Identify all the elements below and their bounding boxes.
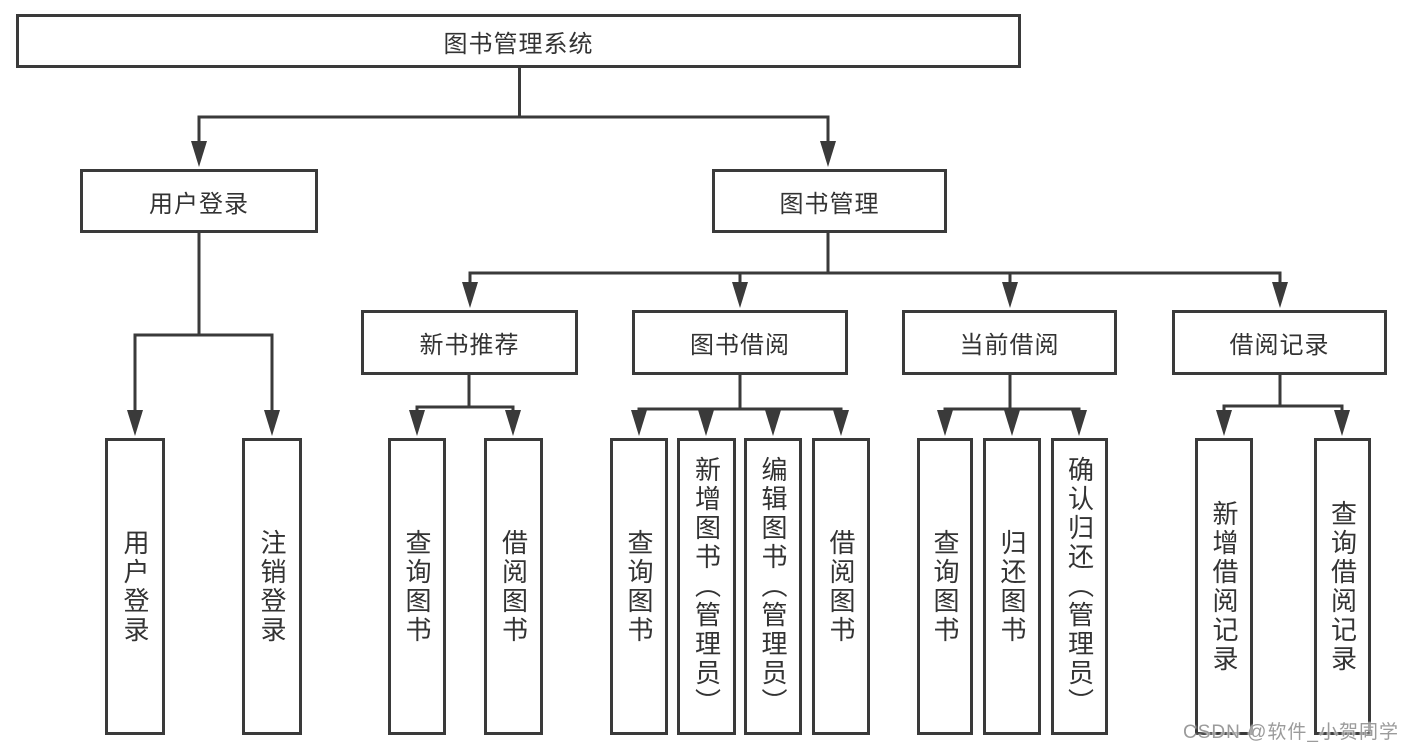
leaf-query-borrow-record-label: 查询借阅记录: [1327, 499, 1358, 674]
node-book-management: 图书管理: [712, 169, 947, 233]
node-book-borrow: 图书借阅: [632, 310, 848, 375]
node-root: 图书管理系统: [16, 14, 1021, 68]
leaf-recommend-borrow-books: 借阅图书: [484, 438, 543, 735]
node-borrow-records: 借阅记录: [1172, 310, 1387, 375]
csdn-watermark: CSDN @软件_小贺同学: [1183, 722, 1399, 743]
node-new-book-recommend: 新书推荐: [361, 310, 578, 375]
leaf-add-book-admin: 新增图书（管理员）: [677, 438, 736, 735]
node-user-login: 用户登录: [80, 169, 318, 233]
node-user-login-label: 用户登录: [149, 190, 249, 218]
leaf-return-book: 归还图书: [983, 438, 1041, 735]
leaf-borrow-query-books-label: 查询图书: [624, 528, 654, 645]
leaf-return-book-label: 归还图书: [997, 528, 1027, 645]
node-current-borrow-label: 当前借阅: [959, 332, 1060, 359]
node-borrow-records-label: 借阅记录: [1229, 332, 1330, 359]
leaf-logout: 注销登录: [242, 438, 302, 735]
leaf-confirm-return-admin: 确认归还（管理员）: [1051, 438, 1108, 735]
leaf-add-borrow-record: 新增借阅记录: [1195, 438, 1253, 735]
leaf-current-query-books-label: 查询图书: [930, 528, 960, 645]
leaf-user-login-label: 用户登录: [120, 528, 150, 645]
leaf-borrow-books-label: 借阅图书: [826, 528, 856, 645]
node-book-management-label: 图书管理: [779, 190, 880, 218]
leaf-current-query-books: 查询图书: [917, 438, 973, 735]
leaf-borrow-books: 借阅图书: [812, 438, 870, 735]
leaf-recommend-query-books: 查询图书: [388, 438, 446, 735]
leaf-query-borrow-record: 查询借阅记录: [1314, 438, 1371, 735]
node-new-book-recommend-label: 新书推荐: [419, 332, 520, 359]
node-current-borrow: 当前借阅: [902, 310, 1117, 375]
leaf-recommend-query-books-label: 查询图书: [402, 528, 432, 645]
leaf-borrow-query-books: 查询图书: [610, 438, 668, 735]
leaf-edit-book-admin: 编辑图书（管理员）: [744, 438, 802, 735]
node-book-borrow-label: 图书借阅: [690, 332, 790, 359]
leaf-confirm-return-admin-label: 确认归还（管理员）: [1064, 456, 1095, 717]
leaf-user-login: 用户登录: [105, 438, 165, 735]
leaf-recommend-borrow-books-label: 借阅图书: [498, 528, 529, 645]
leaf-edit-book-admin-label: 编辑图书（管理员）: [758, 456, 788, 717]
leaf-add-borrow-record-label: 新增借阅记录: [1209, 499, 1239, 674]
node-root-label: 图书管理系统: [443, 30, 594, 58]
leaf-logout-label: 注销登录: [257, 528, 287, 645]
leaf-add-book-admin-label: 新增图书（管理员）: [691, 456, 722, 717]
arrowheads: [127, 141, 1350, 436]
